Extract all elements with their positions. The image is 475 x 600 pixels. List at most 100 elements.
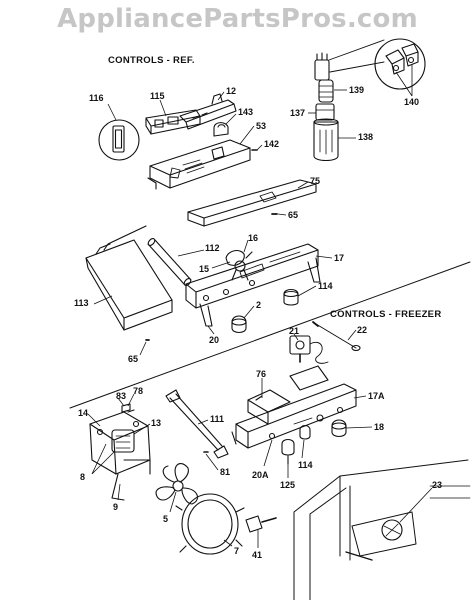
callout-14: 14 (78, 408, 89, 418)
callout-2: 2 (256, 300, 262, 310)
leader-81 (206, 454, 218, 470)
callout-140: 140 (404, 97, 420, 107)
leader-17 (316, 256, 332, 258)
callout-111: 111 (210, 414, 225, 424)
callout-75: 75 (310, 176, 321, 186)
leader-13 (134, 424, 150, 434)
section-divider-line (70, 262, 470, 408)
part-140-detail-circle (375, 39, 425, 89)
section-title-freezer: CONTROLS - FREEZER (330, 309, 442, 320)
part-114-knob-upper (284, 290, 298, 306)
leader-116 (108, 104, 116, 120)
callout-9: 9 (113, 502, 119, 512)
callout-20A: 20A (252, 470, 269, 480)
callout-115: 115 (150, 91, 165, 101)
part-21-thermostat (290, 336, 328, 363)
part-115-switch-bracket (146, 110, 200, 134)
callout-13: 13 (151, 418, 162, 428)
part-116-detail-circle (99, 120, 139, 160)
callout-17A: 17A (368, 391, 385, 401)
part-137-thermostat-housing (316, 104, 334, 120)
callout-139: 139 (349, 85, 365, 95)
callout-5: 5 (163, 514, 169, 524)
callout-114-upper: 114 (318, 281, 333, 291)
section-title-refrigerator: CONTROLS - REF. (108, 55, 195, 66)
leader-111 (198, 420, 208, 424)
part-111-wire-harness (166, 390, 228, 458)
part-114-knob-lower (300, 426, 310, 440)
callout-114-lower: 114 (298, 460, 313, 470)
part-17-control-panel (186, 244, 320, 326)
callout-137: 137 (290, 108, 306, 118)
leader-65b (140, 342, 146, 355)
callout-138: 138 (358, 132, 374, 142)
part-113-baffle (86, 226, 172, 330)
callout-20: 20 (209, 335, 220, 345)
leader-7 (224, 540, 232, 546)
leader-21 (294, 334, 298, 340)
part-9-mount (112, 460, 150, 500)
part-17A-freezer-control-panel (232, 366, 356, 448)
leader-143 (226, 114, 236, 124)
leader-22 (348, 330, 356, 340)
leader-83 (118, 398, 124, 406)
part-16-15-light-socket (226, 251, 252, 280)
callout-83: 83 (116, 391, 127, 401)
callout-112: 112 (205, 243, 220, 253)
leader-114a (298, 286, 316, 296)
leader-23 (400, 488, 432, 522)
leader-53 (240, 126, 254, 144)
part-7-fan-shroud (176, 494, 244, 554)
part-125-socket (282, 440, 294, 465)
callout-17: 17 (334, 253, 345, 263)
leader-12 (218, 92, 224, 100)
part-138-thermostat-bulb (314, 119, 338, 161)
part-83-78-clips (122, 404, 134, 412)
callout-12: 12 (226, 86, 237, 96)
part-41-screw (246, 516, 276, 532)
callout-8: 8 (80, 472, 86, 482)
leader-75 (298, 182, 308, 188)
part-112-shaft (147, 237, 192, 286)
callout-113: 113 (74, 298, 89, 308)
callout-23: 23 (432, 480, 443, 490)
leader-9 (118, 484, 120, 500)
callout-125: 125 (280, 480, 296, 490)
leader-78 (128, 394, 134, 406)
callout-78: 78 (133, 386, 144, 396)
callout-142: 142 (264, 139, 280, 149)
leader-17A (354, 396, 366, 398)
part-53-control-housing (148, 140, 250, 189)
leader-112 (178, 250, 204, 256)
leader-2 (244, 306, 254, 318)
callout-65-lower: 65 (128, 354, 139, 364)
part-139-thermostat-connector (315, 40, 384, 102)
callout-15: 15 (199, 264, 210, 274)
watermark: AppliancePartsPros.com (57, 4, 418, 34)
part-75-bracket (188, 180, 316, 226)
leader-8 (92, 444, 114, 474)
leader-18 (346, 427, 372, 428)
callout-81: 81 (220, 467, 231, 477)
leader-20 (208, 326, 214, 334)
leader-142 (257, 145, 262, 150)
leader-115 (160, 100, 166, 116)
leader-16 (244, 240, 248, 252)
part-18-knob (332, 420, 346, 437)
leader-114b (302, 440, 304, 458)
callout-143: 143 (238, 107, 254, 117)
callout-41: 41 (252, 550, 263, 560)
leader-113 (94, 296, 112, 304)
part-143-clip (214, 123, 228, 136)
callout-21: 21 (289, 326, 300, 336)
leader-15 (212, 262, 230, 268)
callout-65-upper: 65 (288, 210, 299, 220)
callout-53: 53 (256, 121, 267, 131)
leader-20A (264, 440, 272, 466)
callout-116: 116 (89, 93, 104, 103)
part-5-fan-blade (156, 464, 198, 504)
callout-76: 76 (256, 369, 267, 379)
part-23-cabinet-detail (294, 460, 470, 600)
